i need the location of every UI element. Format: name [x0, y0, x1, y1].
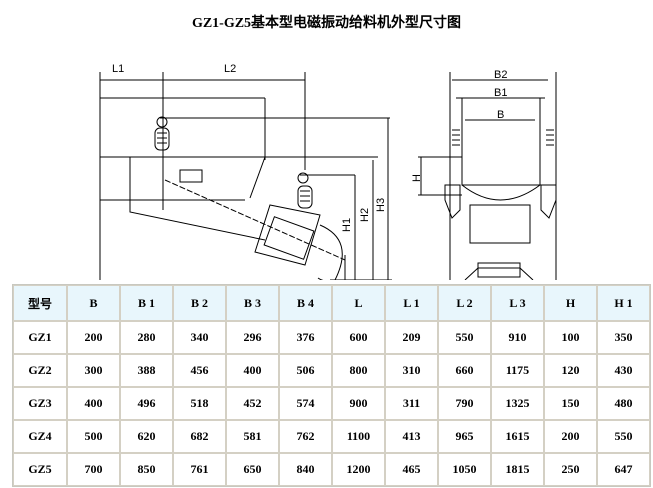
- header-b: B: [67, 285, 120, 321]
- spring-icon: [154, 116, 170, 151]
- value-cell: 311: [385, 387, 438, 420]
- model-cell: GZ5: [13, 453, 67, 486]
- end-view: B2 B1 B B3 B4 H: [411, 69, 557, 280]
- value-cell: 762: [279, 420, 332, 453]
- header-b1: B 1: [120, 285, 173, 321]
- value-cell: 100: [544, 321, 597, 354]
- value-cell: 800: [332, 354, 385, 387]
- model-cell: GZ1: [13, 321, 67, 354]
- value-cell: 1100: [332, 420, 385, 453]
- header-l: L: [332, 285, 385, 321]
- label-h3: H3: [375, 198, 387, 212]
- label-h2: H2: [359, 208, 371, 222]
- label-h: H: [411, 174, 423, 182]
- value-cell: 310: [385, 354, 438, 387]
- value-cell: 452: [226, 387, 279, 420]
- value-cell: 480: [597, 387, 650, 420]
- value-cell: 518: [173, 387, 226, 420]
- header-b3: B 3: [226, 285, 279, 321]
- label-b1: B1: [494, 87, 507, 99]
- side-view: L1 L2 L3 H1 H2 H3: [99, 63, 392, 280]
- label-h1: H1: [341, 218, 353, 232]
- value-cell: 413: [385, 420, 438, 453]
- value-cell: 574: [279, 387, 332, 420]
- table-header-row: 型号 B B 1 B 2 B 3 B 4 L L 1 L 2 L 3 H H 1: [13, 285, 650, 321]
- value-cell: 965: [438, 420, 491, 453]
- label-l1: L1: [112, 63, 124, 75]
- value-cell: 840: [279, 453, 332, 486]
- value-cell: 550: [597, 420, 650, 453]
- value-cell: 200: [544, 420, 597, 453]
- value-cell: 600: [332, 321, 385, 354]
- value-cell: 1815: [491, 453, 544, 486]
- spring-icon: [452, 129, 460, 146]
- value-cell: 209: [385, 321, 438, 354]
- value-cell: 500: [67, 420, 120, 453]
- value-cell: 550: [438, 321, 491, 354]
- value-cell: 296: [226, 321, 279, 354]
- dimension-table: 型号 B B 1 B 2 B 3 B 4 L L 1 L 2 L 3 H H 1…: [12, 284, 651, 487]
- header-l1: L 1: [385, 285, 438, 321]
- header-h: H: [544, 285, 597, 321]
- value-cell: 682: [173, 420, 226, 453]
- page-title: GZ1-GZ5基本型电磁振动给料机外型尺寸图: [191, 16, 462, 31]
- value-cell: 1615: [491, 420, 544, 453]
- value-cell: 400: [67, 387, 120, 420]
- value-cell: 1200: [332, 453, 385, 486]
- header-b2: B 2: [173, 285, 226, 321]
- value-cell: 456: [173, 354, 226, 387]
- value-cell: 340: [173, 321, 226, 354]
- value-cell: 1325: [491, 387, 544, 420]
- label-b: B: [497, 109, 504, 121]
- value-cell: 280: [120, 321, 173, 354]
- value-cell: 647: [597, 453, 650, 486]
- value-cell: 900: [332, 387, 385, 420]
- value-cell: 120: [544, 354, 597, 387]
- feeder-dimension-drawing: L1 L2 L3 H1 H2 H3 B2 B1 B B3 B4 H: [99, 63, 557, 280]
- value-cell: 700: [67, 453, 120, 486]
- header-l2: L 2: [438, 285, 491, 321]
- value-cell: 250: [544, 453, 597, 486]
- header-l3: L 3: [491, 285, 544, 321]
- value-cell: 650: [226, 453, 279, 486]
- value-cell: 761: [173, 453, 226, 486]
- value-cell: 1050: [438, 453, 491, 486]
- value-cell: 430: [597, 354, 650, 387]
- value-cell: 506: [279, 354, 332, 387]
- spring-icon: [546, 129, 554, 146]
- value-cell: 300: [67, 354, 120, 387]
- model-cell: GZ3: [13, 387, 67, 420]
- spring-icon: [297, 172, 313, 209]
- value-cell: 581: [226, 420, 279, 453]
- value-cell: 660: [438, 354, 491, 387]
- value-cell: 496: [120, 387, 173, 420]
- value-cell: 350: [597, 321, 650, 354]
- value-cell: 620: [120, 420, 173, 453]
- header-model: 型号: [13, 285, 67, 321]
- value-cell: 150: [544, 387, 597, 420]
- model-cell: GZ4: [13, 420, 67, 453]
- value-cell: 1175: [491, 354, 544, 387]
- header-h1: H 1: [597, 285, 650, 321]
- value-cell: 388: [120, 354, 173, 387]
- value-cell: 910: [491, 321, 544, 354]
- header-b4: B 4: [279, 285, 332, 321]
- label-b2: B2: [494, 69, 507, 81]
- value-cell: 465: [385, 453, 438, 486]
- value-cell: 850: [120, 453, 173, 486]
- value-cell: 376: [279, 321, 332, 354]
- label-l2: L2: [224, 63, 236, 75]
- value-cell: 400: [226, 354, 279, 387]
- model-cell: GZ2: [13, 354, 67, 387]
- value-cell: 790: [438, 387, 491, 420]
- value-cell: 200: [67, 321, 120, 354]
